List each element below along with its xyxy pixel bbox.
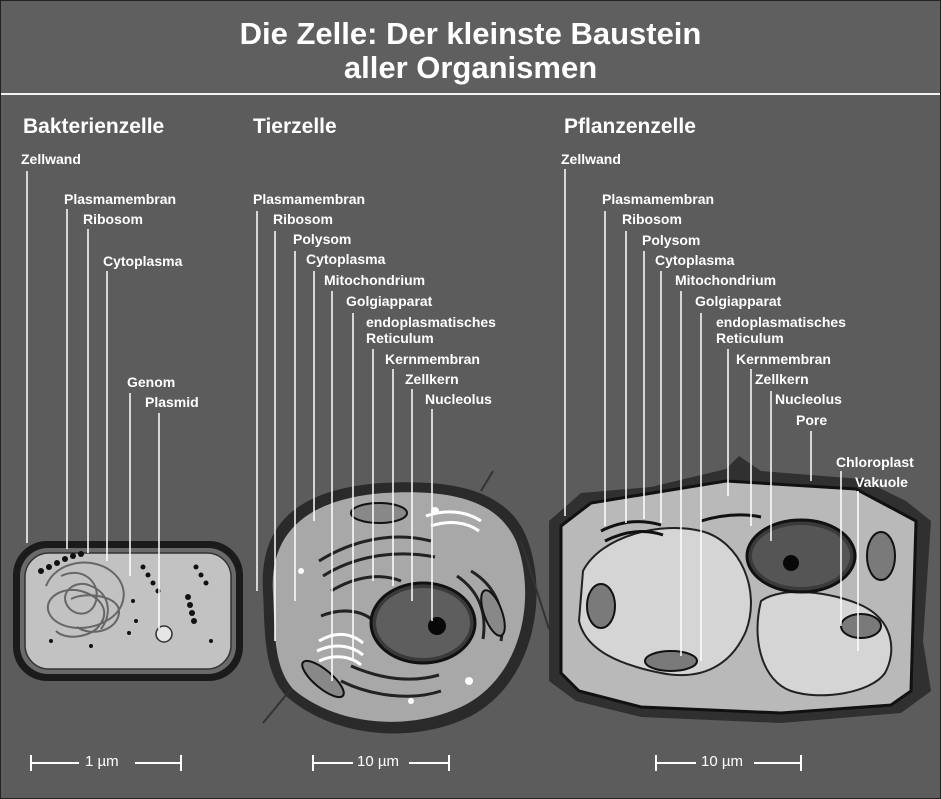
label-pflanze-zellwand: Zellwand bbox=[561, 151, 621, 167]
label-pflanze-nucleolus: Nucleolus bbox=[775, 391, 842, 407]
label-tier-zellkern: Zellkern bbox=[405, 371, 459, 387]
label-pflanze-endoplasmatisches: endoplasmatisches bbox=[716, 314, 846, 330]
bacterial-cell bbox=[13, 541, 243, 681]
label-tier-endoplasmatisches: endoplasmatisches bbox=[366, 314, 496, 330]
animal-nucleus bbox=[371, 583, 475, 663]
heading-pflanzenzelle: Pflanzenzelle bbox=[564, 115, 696, 139]
label-pflanze-zellkern: Zellkern bbox=[755, 371, 809, 387]
label-tier-nucleolus: Nucleolus bbox=[425, 391, 492, 407]
label-tier-polysom: Polysom bbox=[293, 231, 351, 247]
label-bakterien-plasmid: Plasmid bbox=[145, 394, 199, 410]
plant-nucleus bbox=[747, 520, 855, 592]
label-tier-golgiapparat: Golgiapparat bbox=[346, 293, 432, 309]
label-tier-ribosom: Ribosom bbox=[273, 211, 333, 227]
scale-label-pflanze: 10 µm bbox=[701, 753, 743, 770]
label-pflanze-golgiapparat: Golgiapparat bbox=[695, 293, 781, 309]
label-bakterien-cytoplasma: Cytoplasma bbox=[103, 253, 182, 269]
label-tier-kernmembran: Kernmembran bbox=[385, 351, 480, 367]
label-bakterien-plasmamembran: Plasmamembran bbox=[64, 191, 176, 207]
animal-cell bbox=[263, 471, 549, 733]
label-pflanze-kernmembran: Kernmembran bbox=[736, 351, 831, 367]
label-tier-mitochondrium: Mitochondrium bbox=[324, 272, 425, 288]
label-tier-cytoplasma: Cytoplasma bbox=[306, 251, 385, 267]
label-bakterien-ribosom: Ribosom bbox=[83, 211, 143, 227]
plant-cell bbox=[549, 456, 931, 723]
label-pflanze-ribosom: Ribosom bbox=[622, 211, 682, 227]
label-tier-reticulum: Reticulum bbox=[366, 330, 434, 346]
label-pflanze-polysom: Polysom bbox=[642, 232, 700, 248]
label-bakterien-zellwand: Zellwand bbox=[21, 151, 81, 167]
label-pflanze-cytoplasma: Cytoplasma bbox=[655, 252, 734, 268]
scale-bars bbox=[31, 755, 801, 771]
label-pflanze-vakuole: Vakuole bbox=[855, 474, 908, 490]
heading-tierzelle: Tierzelle bbox=[253, 115, 337, 139]
label-bakterien-genom: Genom bbox=[127, 374, 175, 390]
label-pflanze-mitochondrium: Mitochondrium bbox=[675, 272, 776, 288]
scale-label-tier: 10 µm bbox=[357, 753, 399, 770]
label-pflanze-reticulum: Reticulum bbox=[716, 330, 784, 346]
label-tier-plasmamembran: Plasmamembran bbox=[253, 191, 365, 207]
scale-label-bakterien: 1 µm bbox=[85, 753, 119, 770]
heading-bakterienzelle: Bakterienzelle bbox=[23, 115, 164, 139]
label-pflanze-plasmamembran: Plasmamembran bbox=[602, 191, 714, 207]
label-pflanze-pore: Pore bbox=[796, 412, 827, 428]
label-pflanze-chloroplast: Chloroplast bbox=[836, 454, 914, 470]
